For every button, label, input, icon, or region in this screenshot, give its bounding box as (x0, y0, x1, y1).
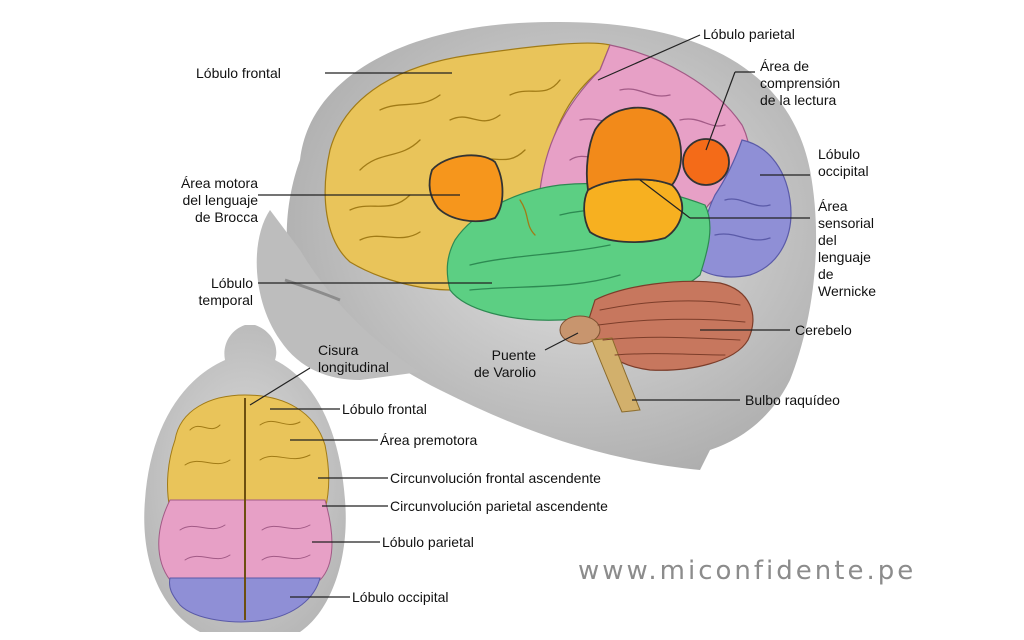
gyri-lines (349, 79, 561, 241)
label-parietal-lobe: Lóbulo parietal (703, 26, 795, 42)
leader-lines-top (249, 367, 388, 598)
medulla (591, 337, 641, 413)
broca-area (428, 154, 504, 222)
eye-shadow (284, 278, 341, 302)
label-premotor-area: Área premotora (380, 432, 478, 448)
label-line: del (818, 232, 837, 248)
label-ascending-frontal-gyrus: Circunvolución frontal ascendente (390, 470, 601, 486)
sensory-area-upper (585, 106, 682, 192)
label-ascending-parietal-gyrus: Circunvolución parietal ascendente (390, 498, 608, 514)
label-top-frontal-lobe: Lóbulo frontal (342, 401, 427, 417)
label-line: del lenguaje (182, 192, 258, 208)
top-frontal-lobe (167, 394, 330, 511)
label-medulla: Bulbo raquídeo (745, 392, 840, 408)
label-line: Cisura (318, 342, 359, 358)
label-line: temporal (198, 292, 253, 308)
label-line: de Varolio (473, 364, 536, 380)
label-top-occipital-lobe: Lóbulo occipital (352, 589, 449, 605)
label-occipital-lobe: Lóbulo occipital (818, 146, 869, 180)
occipital-lobe (694, 139, 792, 278)
watermark: www.miconfidente.pe (578, 556, 917, 586)
label-line: Lóbulo (210, 275, 253, 291)
label-line: Área motora (180, 175, 258, 191)
label-line: Lóbulo (818, 146, 861, 162)
leader-lines-side (258, 34, 810, 401)
label-line: longitudinal (318, 359, 389, 375)
label-line: Wernicke (818, 283, 877, 299)
label-frontal-lobe: Lóbulo frontal (196, 65, 281, 81)
label-line: de la lectura (760, 92, 837, 108)
label-line: Área de (760, 58, 810, 74)
label-longitudinal-fissure: Cisura longitudinal (318, 342, 389, 376)
label-pons: Puente de Varolio (440, 347, 536, 381)
reading-comprehension-area (682, 138, 730, 186)
label-line: occipital (818, 163, 869, 179)
label-reading-comprehension-area: Área de comprensión de la lectura (760, 58, 840, 109)
label-line: lenguaje (818, 249, 871, 265)
face-shadow (256, 210, 420, 380)
label-line: sensorial (818, 215, 875, 231)
label-wernicke-area: Área sensorial del lenguaje de Wernicke (818, 198, 876, 300)
label-line: de (818, 266, 834, 282)
label-broca-area: Área motora del lenguaje de Brocca (150, 175, 258, 226)
label-line: de Brocca (194, 209, 258, 225)
label-temporal-lobe: Lóbulo temporal (180, 275, 253, 309)
label-cerebellum: Cerebelo (795, 322, 852, 338)
label-line: Área (818, 198, 848, 214)
label-line: comprensión (760, 75, 841, 91)
wernicke-area (583, 178, 684, 243)
label-top-parietal-lobe: Lóbulo parietal (382, 534, 474, 550)
label-line: Puente (491, 347, 536, 363)
